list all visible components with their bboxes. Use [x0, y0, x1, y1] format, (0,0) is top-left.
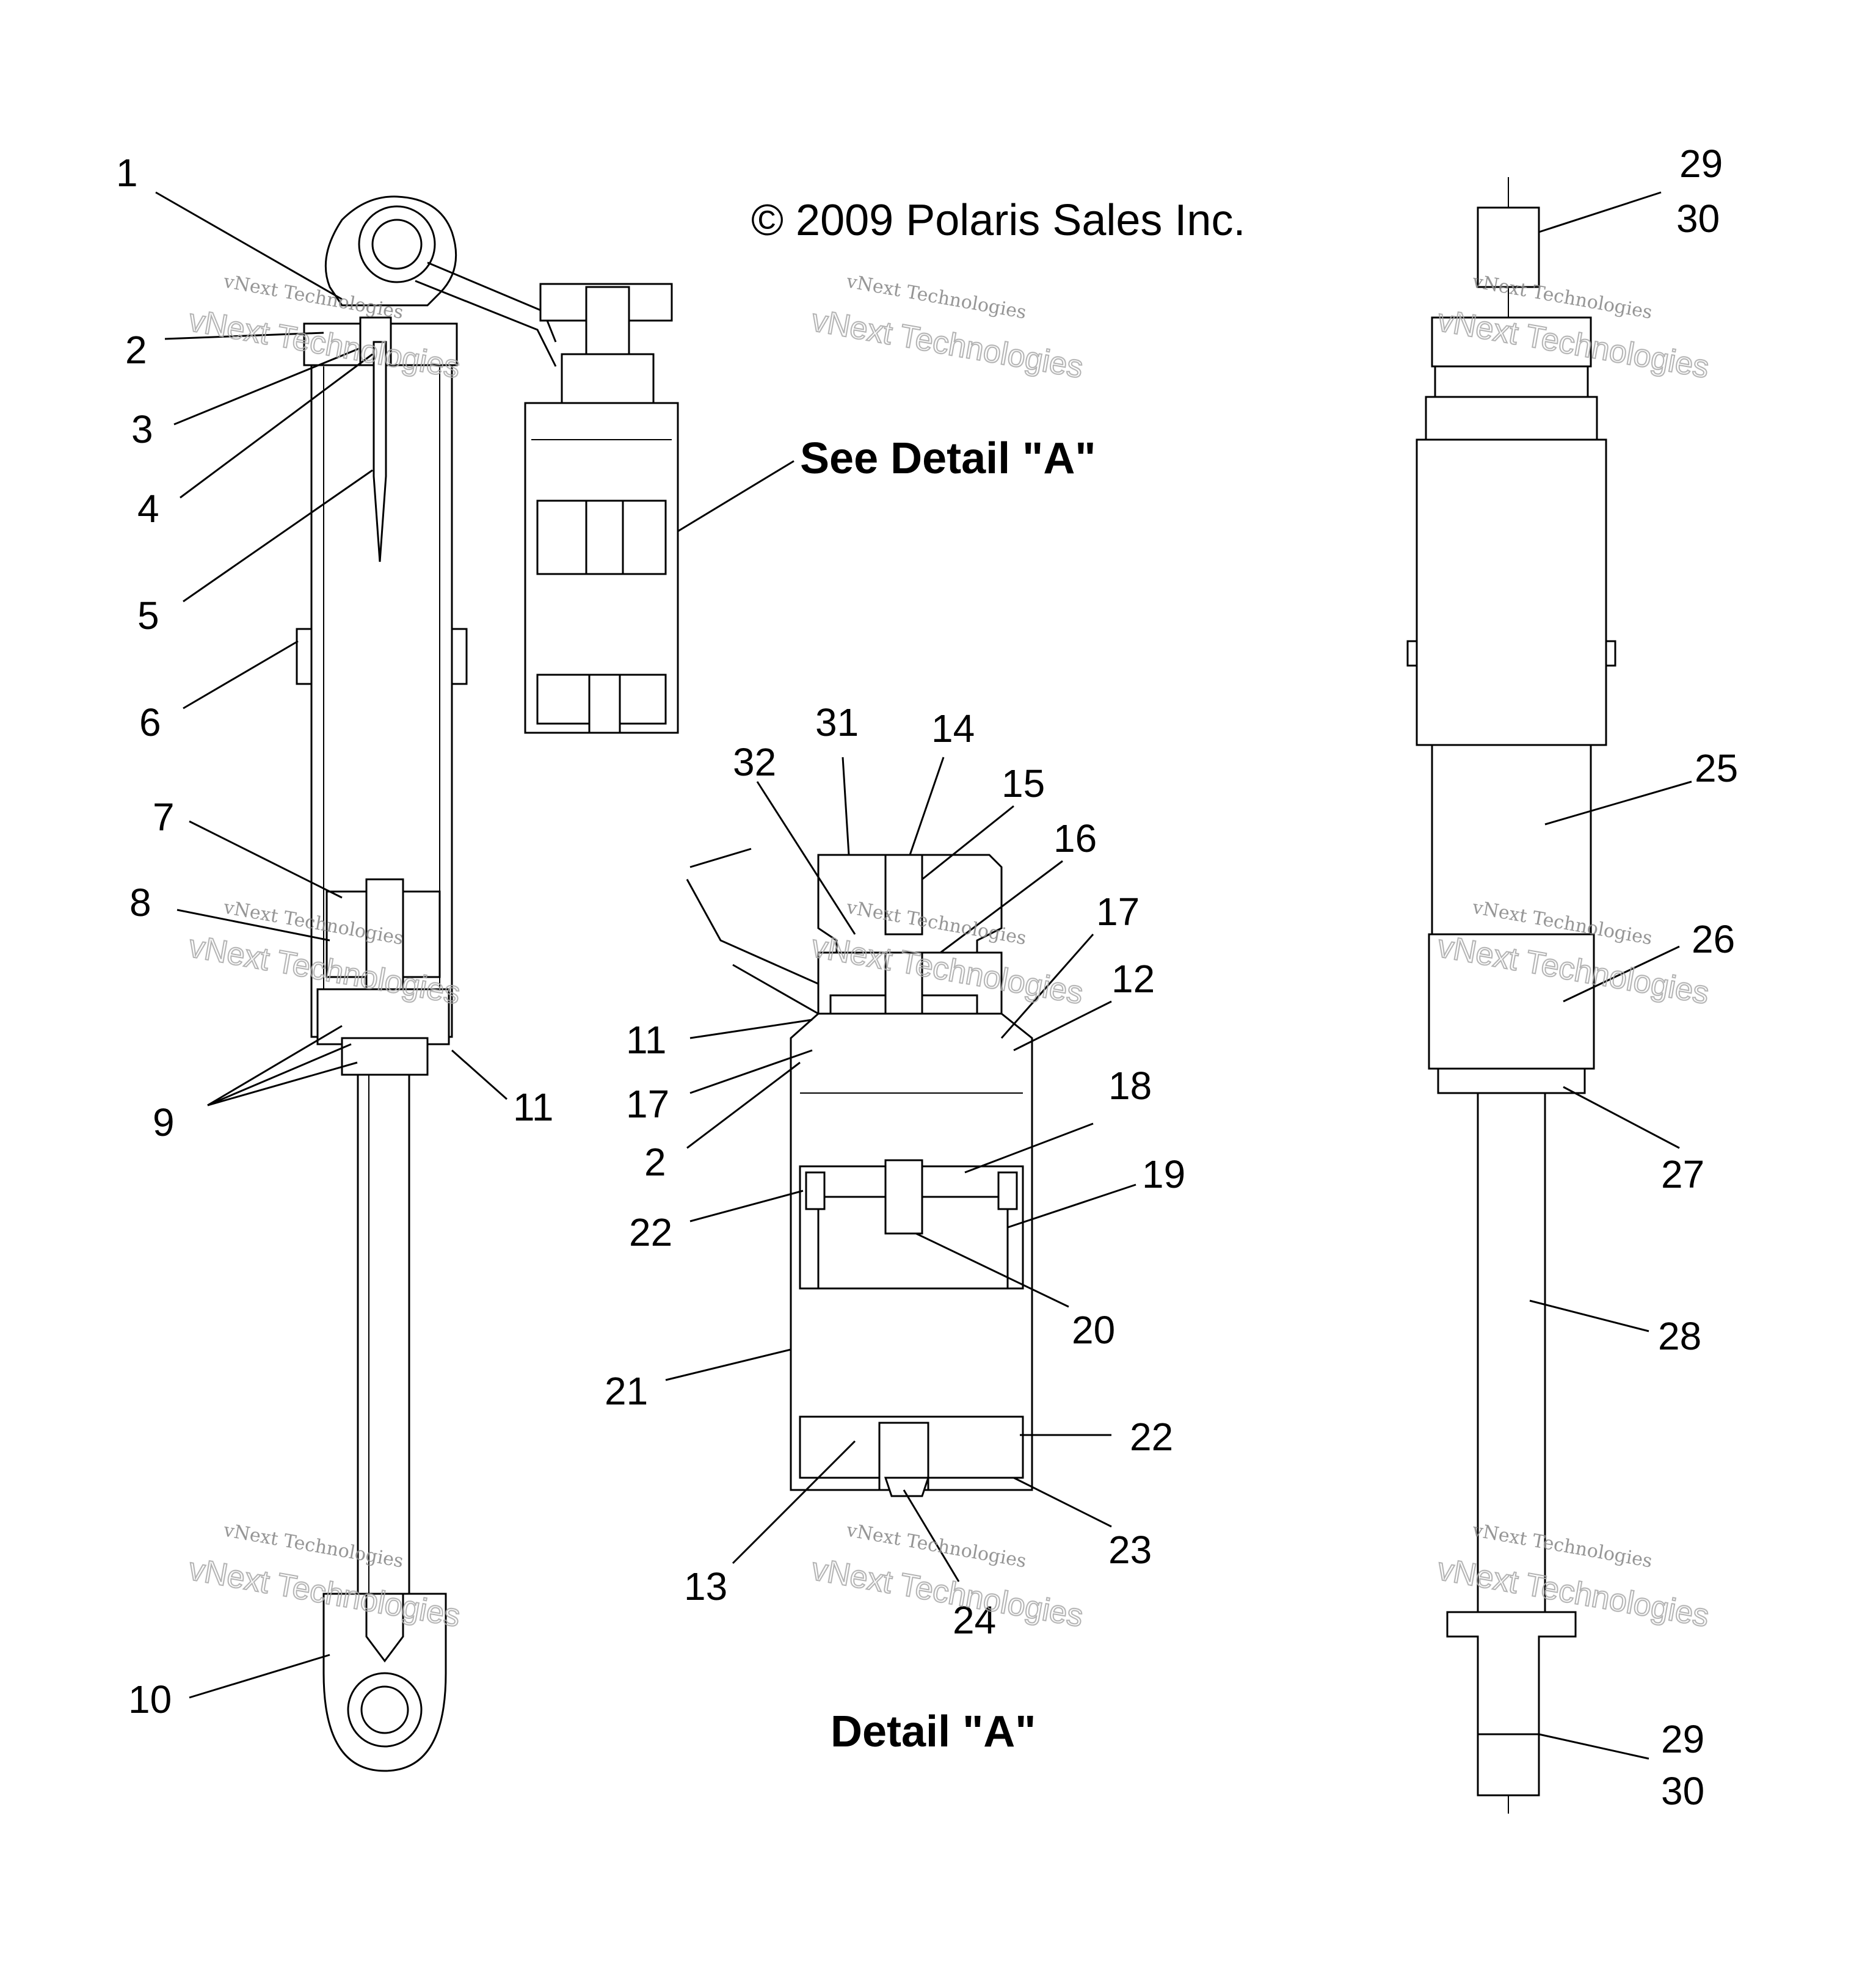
shock-assembly-left — [296, 195, 557, 1772]
callout: 16 — [1053, 816, 1097, 860]
callout: 23 — [1108, 1528, 1152, 1572]
callout: 4 — [137, 487, 159, 531]
callout: 29 — [1661, 1717, 1704, 1761]
shock-external-right — [1406, 177, 1616, 1814]
callout: 14 — [931, 707, 975, 750]
callout: 15 — [1002, 761, 1045, 805]
callout-numbers: 1 2 3 4 5 6 7 8 9 10 11 32 31 14 15 16 1… — [116, 142, 1738, 1813]
see-detail-label: See Detail "A" — [800, 434, 1096, 483]
callout: 30 — [1676, 197, 1720, 241]
callout: 10 — [128, 1677, 172, 1721]
callout: 17 — [1096, 890, 1140, 934]
detail-a-reservoir — [686, 848, 1033, 1497]
callout: 2 — [125, 328, 147, 372]
callout: 6 — [139, 700, 161, 744]
watermarks: vNext Technologies vNext Technologies vN… — [186, 271, 1712, 1635]
callout: 31 — [815, 700, 859, 744]
callout: 28 — [1658, 1314, 1701, 1358]
callout: 9 — [153, 1100, 175, 1144]
callout: 29 — [1679, 142, 1723, 186]
callout: 2 — [644, 1140, 666, 1184]
callout: 19 — [1142, 1152, 1185, 1196]
callout: 24 — [953, 1598, 996, 1642]
callout: 30 — [1661, 1769, 1704, 1813]
callout: 13 — [684, 1564, 727, 1608]
callout: 17 — [626, 1082, 669, 1126]
reservoir-small — [524, 283, 679, 734]
callout: 32 — [733, 740, 776, 784]
callout: 3 — [131, 407, 153, 451]
callout: 11 — [513, 1085, 553, 1129]
callout: 20 — [1072, 1308, 1115, 1352]
callout: 27 — [1661, 1152, 1704, 1196]
callout: 11 — [626, 1018, 666, 1062]
callout: 1 — [116, 151, 138, 195]
detail-title: Detail "A" — [831, 1707, 1036, 1756]
callout: 12 — [1111, 957, 1155, 1001]
leader-lines — [155, 191, 1692, 1760]
callout: 25 — [1695, 746, 1738, 790]
callout: 8 — [129, 881, 151, 925]
copyright-text: © 2009 Polaris Sales Inc. — [751, 196, 1245, 245]
callout: 22 — [629, 1210, 672, 1254]
callout: 26 — [1692, 917, 1735, 961]
callout: 18 — [1108, 1064, 1152, 1108]
callout: 5 — [137, 594, 159, 638]
callout: 21 — [605, 1369, 648, 1413]
callout: 22 — [1130, 1415, 1173, 1459]
watermark-outline: vNext Technologies — [809, 303, 1086, 385]
callout: 7 — [153, 795, 175, 839]
